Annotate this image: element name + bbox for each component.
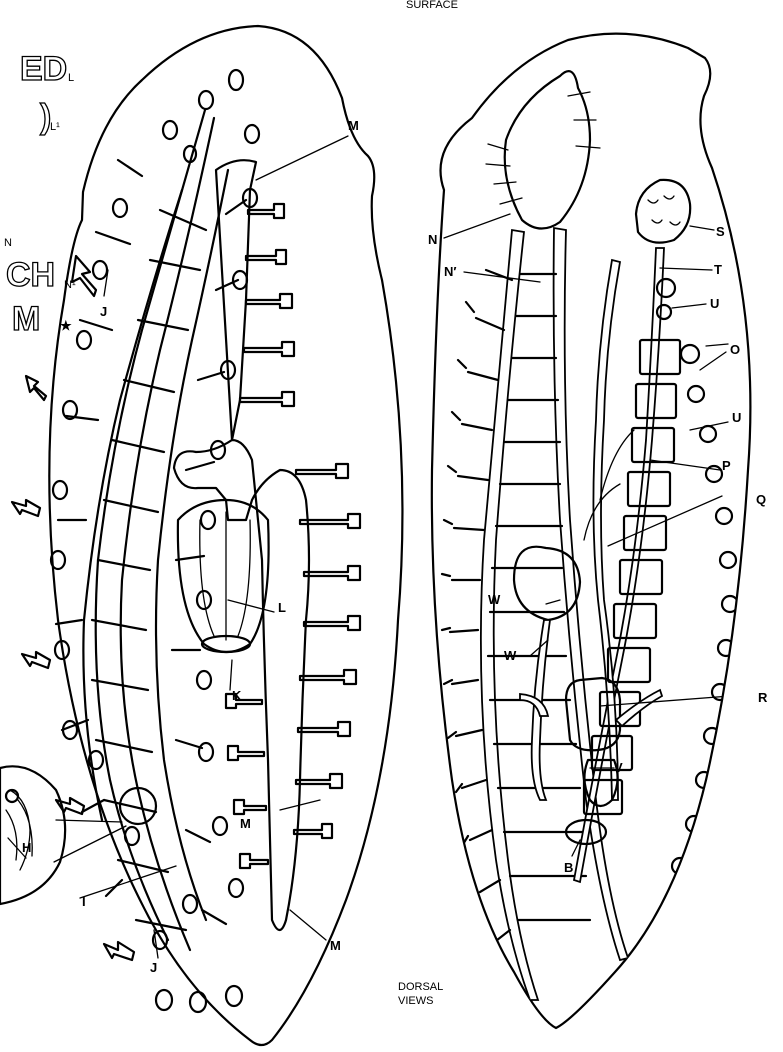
label-M-mid: M <box>240 816 251 831</box>
partial-title-line1: ED <box>20 50 67 88</box>
label-R: R <box>758 690 768 705</box>
label-K: K <box>232 688 242 703</box>
label-W-upper: W <box>488 592 501 607</box>
label-T: T <box>714 262 722 277</box>
excretory-canal-network <box>56 110 246 950</box>
label-O: O <box>730 342 740 357</box>
label-L: L <box>278 600 286 615</box>
label-P: P <box>722 458 731 473</box>
caption-dorsal: DORSAL <box>398 981 443 993</box>
label-N-prime: N′ <box>444 264 457 279</box>
partial-title-line3-sub: N <box>4 237 12 249</box>
label-U-lower: U <box>732 410 741 425</box>
partial-title-line1-sub: L <box>68 72 74 84</box>
label-M-bottom: M <box>330 938 341 953</box>
label-W-lower: W <box>504 648 517 663</box>
label-H: H <box>22 840 31 855</box>
label-Q: Q <box>756 492 766 507</box>
caption-views: VIEWS <box>398 995 433 1007</box>
label-S: S <box>716 224 725 239</box>
partial-title-line2-sub: L¹ <box>50 121 60 133</box>
label-M-top: M <box>348 118 359 133</box>
label-I: I <box>82 894 86 909</box>
intestine <box>174 160 360 930</box>
label-V: V <box>614 760 623 775</box>
left-specimen: M L K M M H I J J <box>0 26 402 1045</box>
label-J-upper: J <box>100 304 107 319</box>
right-specimen: N N′ S T U O U P Q W W R V B DORSAL VIEW… <box>398 34 768 1028</box>
reproductive-system <box>574 180 738 882</box>
top-header-text: SURFACE <box>406 0 458 11</box>
label-N: N <box>428 232 437 247</box>
label-B: B <box>564 860 573 875</box>
partial-title-line5: M <box>12 300 40 338</box>
label-U-upper: U <box>710 296 719 311</box>
partial-title-line4: CH <box>6 256 55 294</box>
label-J-lower: J <box>150 960 157 975</box>
pharynx <box>178 500 269 652</box>
